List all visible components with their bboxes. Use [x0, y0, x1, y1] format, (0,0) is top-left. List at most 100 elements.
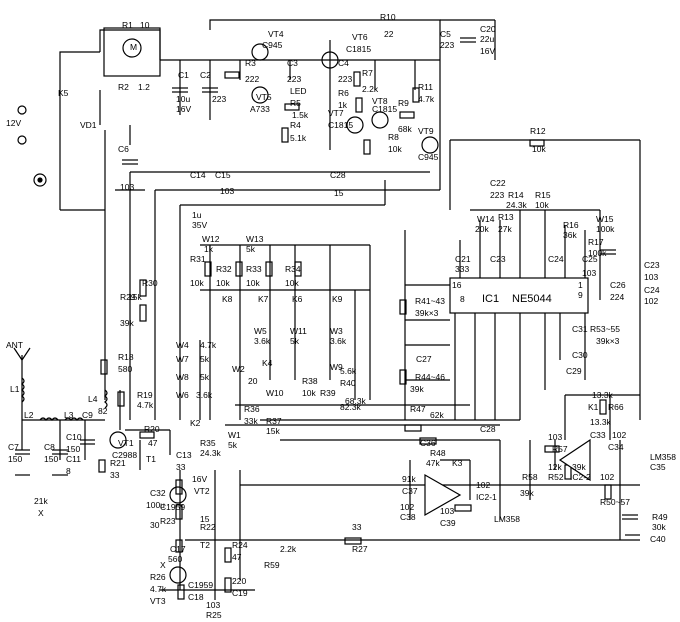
component-label: 16V [192, 474, 207, 484]
component-label: 4.7k [137, 400, 154, 410]
component-label: W11 [290, 326, 307, 336]
component-label: VT3 [150, 596, 166, 606]
component-label: NE5044 [512, 293, 552, 305]
component-label: 10k [535, 200, 549, 210]
component-label: R16 [563, 220, 579, 230]
component-label: 68.3k [345, 396, 367, 406]
component-label: R57 [552, 444, 568, 454]
component-label: K4 [262, 358, 273, 368]
component-label: 30 [150, 520, 160, 530]
component-label: 103 [120, 182, 134, 192]
component-label: 33 [110, 470, 120, 480]
component-label: C28 [330, 170, 346, 180]
component-label: R20 [144, 424, 160, 434]
component-label: C27 [416, 354, 432, 364]
component-label: R41~43 [415, 296, 445, 306]
component-label: 39k [410, 384, 424, 394]
component-label: 10 [140, 20, 150, 30]
component-label: 10k [190, 278, 204, 288]
component-label: 220 [232, 576, 246, 586]
component-label: 1k [204, 244, 214, 254]
component-label: R44~46 [415, 372, 445, 382]
components [13, 27, 640, 600]
component-label: K2 [190, 418, 201, 428]
component-label: R10 [380, 12, 396, 22]
component-label: 102 [476, 480, 490, 490]
component-label: C20 [480, 24, 496, 34]
component-label: 15k [128, 292, 142, 302]
component-label: R19 [137, 390, 153, 400]
component-label: R15 [535, 190, 551, 200]
component-label: T1 [146, 454, 156, 464]
component-label: 223 [490, 190, 504, 200]
component-label: VD1 [80, 120, 97, 130]
component-label: R48 [430, 448, 446, 458]
component-label: R23 [160, 516, 176, 526]
component-label: C3 [287, 58, 298, 68]
component-label: R35 [200, 438, 216, 448]
component-label: 10k [246, 278, 260, 288]
component-label: 39k [520, 488, 534, 498]
component-label: R29 [120, 292, 136, 302]
component-label: 82 [98, 406, 108, 416]
component-label: 30k [652, 522, 666, 532]
component-label: R9 [398, 98, 409, 108]
component-label: 102 [644, 296, 658, 306]
component-label: 100k [588, 248, 607, 258]
component-label: VT1 [118, 438, 134, 448]
component-label: 39k [572, 462, 586, 472]
component-label: R34 [285, 264, 301, 274]
component-label: C26 [610, 280, 626, 290]
component-label: 102 [612, 430, 626, 440]
component-label: W12 [202, 234, 220, 244]
component-label: 2.2k [362, 84, 379, 94]
component-label: 223 [212, 94, 226, 104]
component-label: C22 [490, 178, 506, 188]
component-label: 16 [452, 280, 462, 290]
component-label: 12k [548, 462, 562, 472]
component-label: C9 [82, 410, 93, 420]
component-label: VT4 [268, 29, 284, 39]
component-label: W10 [266, 388, 284, 398]
component-label: 39k×3 [596, 336, 620, 346]
component-label: 68k [398, 124, 412, 134]
component-label: C32 [150, 488, 166, 498]
component-label: K1 [588, 402, 599, 412]
component-label: C1815 [372, 104, 397, 114]
component-label: C945 [418, 152, 439, 162]
component-label: 15 [200, 514, 210, 524]
component-label: LED [290, 86, 307, 96]
component-label: 24.3k [200, 448, 222, 458]
component-label: R32 [216, 264, 232, 274]
component-label: 1.5k [292, 110, 309, 120]
component-label: 10k [532, 144, 546, 154]
component-label: C14 [190, 170, 206, 180]
component-label: W13 [246, 234, 264, 244]
component-label: VT8 [372, 96, 388, 106]
component-label: 16V [480, 46, 495, 56]
component-label: C33 [590, 430, 606, 440]
component-label: L1 [10, 384, 20, 394]
component-label: 8 [460, 294, 465, 304]
component-label: X [160, 560, 166, 570]
component-label: 222 [245, 74, 259, 84]
component-label: C19 [232, 588, 248, 598]
component-label: C24 [644, 285, 660, 295]
component-label: C1959 [188, 580, 213, 590]
component-label: 36k [563, 230, 577, 240]
component-label: C1 [178, 70, 189, 80]
component-label: 1.2 [138, 82, 150, 92]
component-label: C40 [650, 534, 666, 544]
component-label: C6 [118, 144, 129, 154]
component-label: R17 [588, 237, 604, 247]
component-label: W4 [176, 340, 189, 350]
component-label: 1k [338, 100, 348, 110]
component-label: VT5 [256, 92, 272, 102]
component-label: 15k [266, 426, 280, 436]
component-label: C24 [548, 254, 564, 264]
component-label: R58 [522, 472, 538, 482]
component-label: 35V [192, 220, 207, 230]
component-label: 103 [644, 272, 658, 282]
component-label: C1959 [160, 502, 185, 512]
